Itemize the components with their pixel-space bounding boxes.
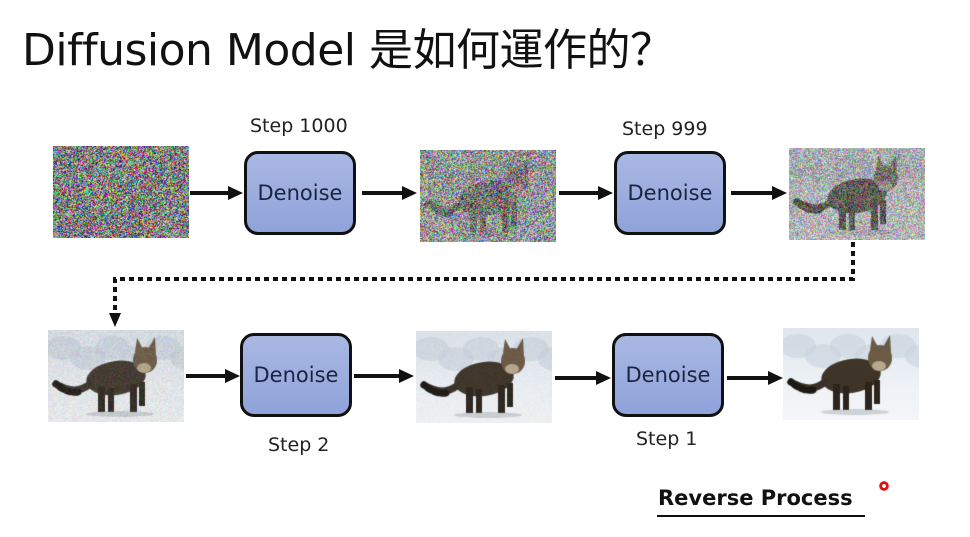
denoise-box-step-2: Denoise	[240, 333, 352, 417]
laser-pointer-dot	[879, 481, 889, 491]
reverse-process-underline	[657, 515, 865, 517]
image-slightly-noisy-cat	[48, 330, 184, 422]
denoise-box-step-1000: Denoise	[244, 151, 356, 235]
arrow-1-head	[228, 186, 243, 200]
step-label-2: Step 2	[268, 434, 330, 456]
reverse-process-label: Reverse Process	[658, 486, 853, 510]
step-label-1: Step 1	[636, 428, 698, 450]
image-clean-cat	[783, 328, 919, 420]
step-label-999: Step 999	[622, 118, 708, 140]
arrow-5-head	[225, 369, 240, 383]
dotted-connector-head	[109, 313, 121, 327]
denoise-box-step-999: Denoise	[614, 151, 726, 235]
arrow-3-head	[598, 186, 613, 200]
image-noisy-cat-2	[789, 148, 925, 240]
dotted-connector	[113, 242, 855, 315]
arrow-6-head	[399, 369, 414, 383]
arrow-4-head	[772, 186, 787, 200]
denoise-box-step-1: Denoise	[612, 333, 724, 417]
step-label-1000: Step 1000	[250, 115, 348, 137]
image-noisy-cat-1	[420, 150, 556, 242]
image-almost-clean-cat	[416, 331, 552, 423]
arrow-7-head	[596, 371, 611, 385]
image-pure-noise	[53, 146, 189, 238]
arrow-8-head	[768, 371, 783, 385]
arrow-2-head	[402, 186, 417, 200]
page-title: Diffusion Model 是如何運作的？	[22, 25, 674, 76]
